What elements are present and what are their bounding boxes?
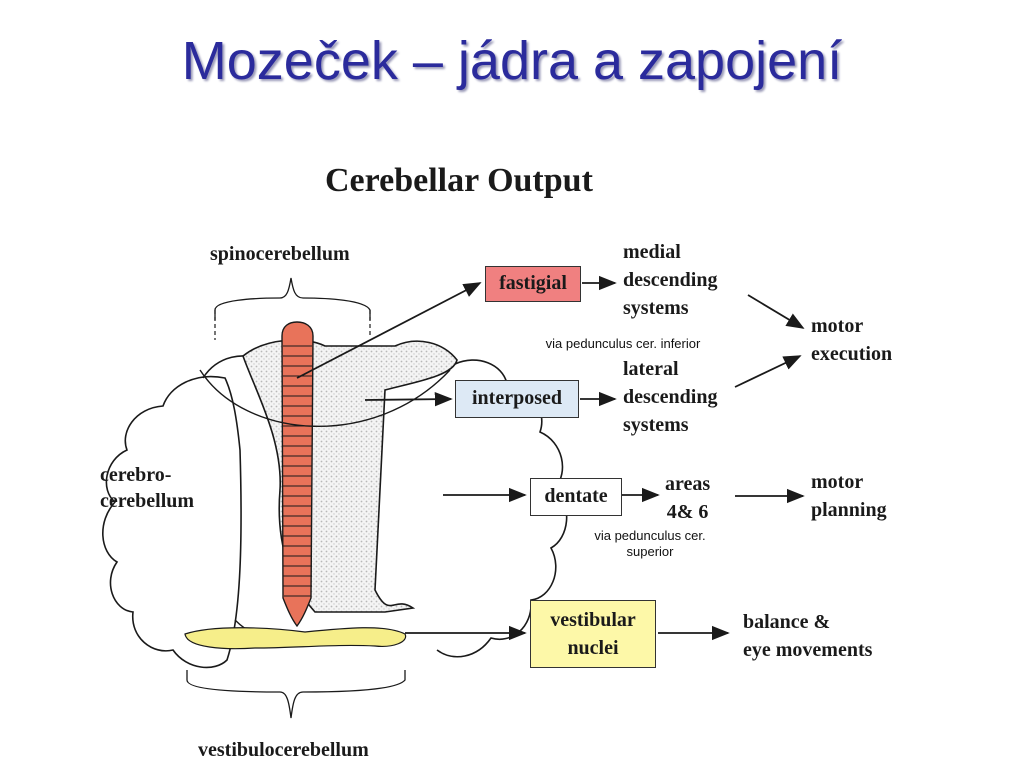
medial-line2: descending: [623, 269, 718, 291]
vestibular-nuclei-box: vestibular nuclei: [530, 600, 656, 668]
motor-execution-line1: motor: [811, 315, 864, 337]
vermis-stripes: [283, 345, 312, 597]
cerebellum-drawing: [102, 275, 805, 719]
label-motor-planning: motor planning: [811, 468, 887, 524]
flocculonodular-lobe: [184, 627, 407, 650]
label-vestibulocerebellum: vestibulocerebellum: [198, 739, 369, 761]
note-pedunculus-inferior: via pedunculus cer. inferior: [545, 336, 701, 351]
label-cerebro-line2: cerebellum: [100, 490, 195, 512]
lateral-line2: descending: [623, 386, 718, 408]
superior-line2: superior: [626, 544, 674, 559]
vestibular-line1: vestibular: [550, 609, 636, 631]
label-medial-descending: medial descending systems: [623, 238, 717, 322]
dentate-box: dentate: [530, 478, 622, 516]
areas-line1: areas: [665, 473, 711, 495]
fastigial-box: fastigial: [485, 266, 581, 302]
medial-line3: systems: [623, 297, 689, 319]
vestibular-line2: nuclei: [567, 637, 619, 659]
balance-line2: eye movements: [743, 639, 873, 661]
intermediate-zone: [242, 339, 458, 613]
label-lateral-descending: lateral descending systems: [623, 355, 717, 439]
label-balance-eye: balance & eye movements: [743, 608, 872, 664]
balance-line1: balance &: [743, 611, 831, 633]
motor-planning-line2: planning: [811, 499, 887, 521]
slide-title: Mozeček – jádra a zapojení: [181, 31, 843, 91]
motor-execution-line2: execution: [811, 343, 893, 365]
label-cerebrocerebellum: cerebro- cerebellum: [100, 462, 194, 514]
lateral-line1: lateral: [623, 358, 679, 380]
label-spinocerebellum: spinocerebellum: [210, 243, 350, 265]
cerebellum-outline: [102, 375, 242, 669]
motor-planning-line1: motor: [811, 471, 864, 493]
medial-line1: medial: [623, 241, 681, 263]
lateral-line3: systems: [623, 414, 689, 436]
label-areas: areas 4& 6: [665, 470, 710, 526]
spino-brace: [214, 277, 371, 320]
note-pedunculus-superior: via pedunculus cer. superior: [575, 528, 725, 560]
label-cerebro-line1: cerebro-: [100, 464, 172, 486]
vestibulo-brace: [186, 670, 406, 719]
interposed-box: interposed: [455, 380, 579, 418]
figure-title: Cerebellar Output: [325, 162, 593, 199]
superior-line1: via pedunculus cer.: [594, 528, 706, 543]
cerebellar-output-figure: Cerebellar Output spinocerebellum cerebr…: [75, 150, 915, 768]
label-motor-execution: motor execution: [811, 312, 892, 368]
areas-line2: 4& 6: [666, 501, 709, 523]
vermis: [281, 321, 314, 628]
